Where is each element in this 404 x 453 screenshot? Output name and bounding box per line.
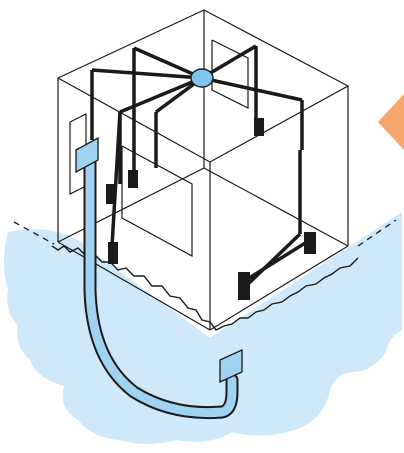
dashed-line-right xyxy=(357,219,397,247)
ground-rim xyxy=(51,245,359,331)
dashed-line-left xyxy=(13,221,55,245)
pad-icon xyxy=(128,170,138,188)
round-hub-icon xyxy=(190,68,214,88)
pad-icon xyxy=(106,184,116,204)
cube-frame xyxy=(57,9,350,331)
pad-icon xyxy=(254,118,264,136)
pad-icon xyxy=(108,242,118,264)
orange-arrow-icon xyxy=(378,94,404,150)
tube-end-bottom xyxy=(219,348,243,384)
pad-icon xyxy=(304,232,316,254)
pad-icon xyxy=(238,272,250,300)
ground-surface xyxy=(4,212,402,444)
pads xyxy=(106,118,316,300)
tube-end-top xyxy=(75,136,99,174)
tube xyxy=(85,153,237,418)
